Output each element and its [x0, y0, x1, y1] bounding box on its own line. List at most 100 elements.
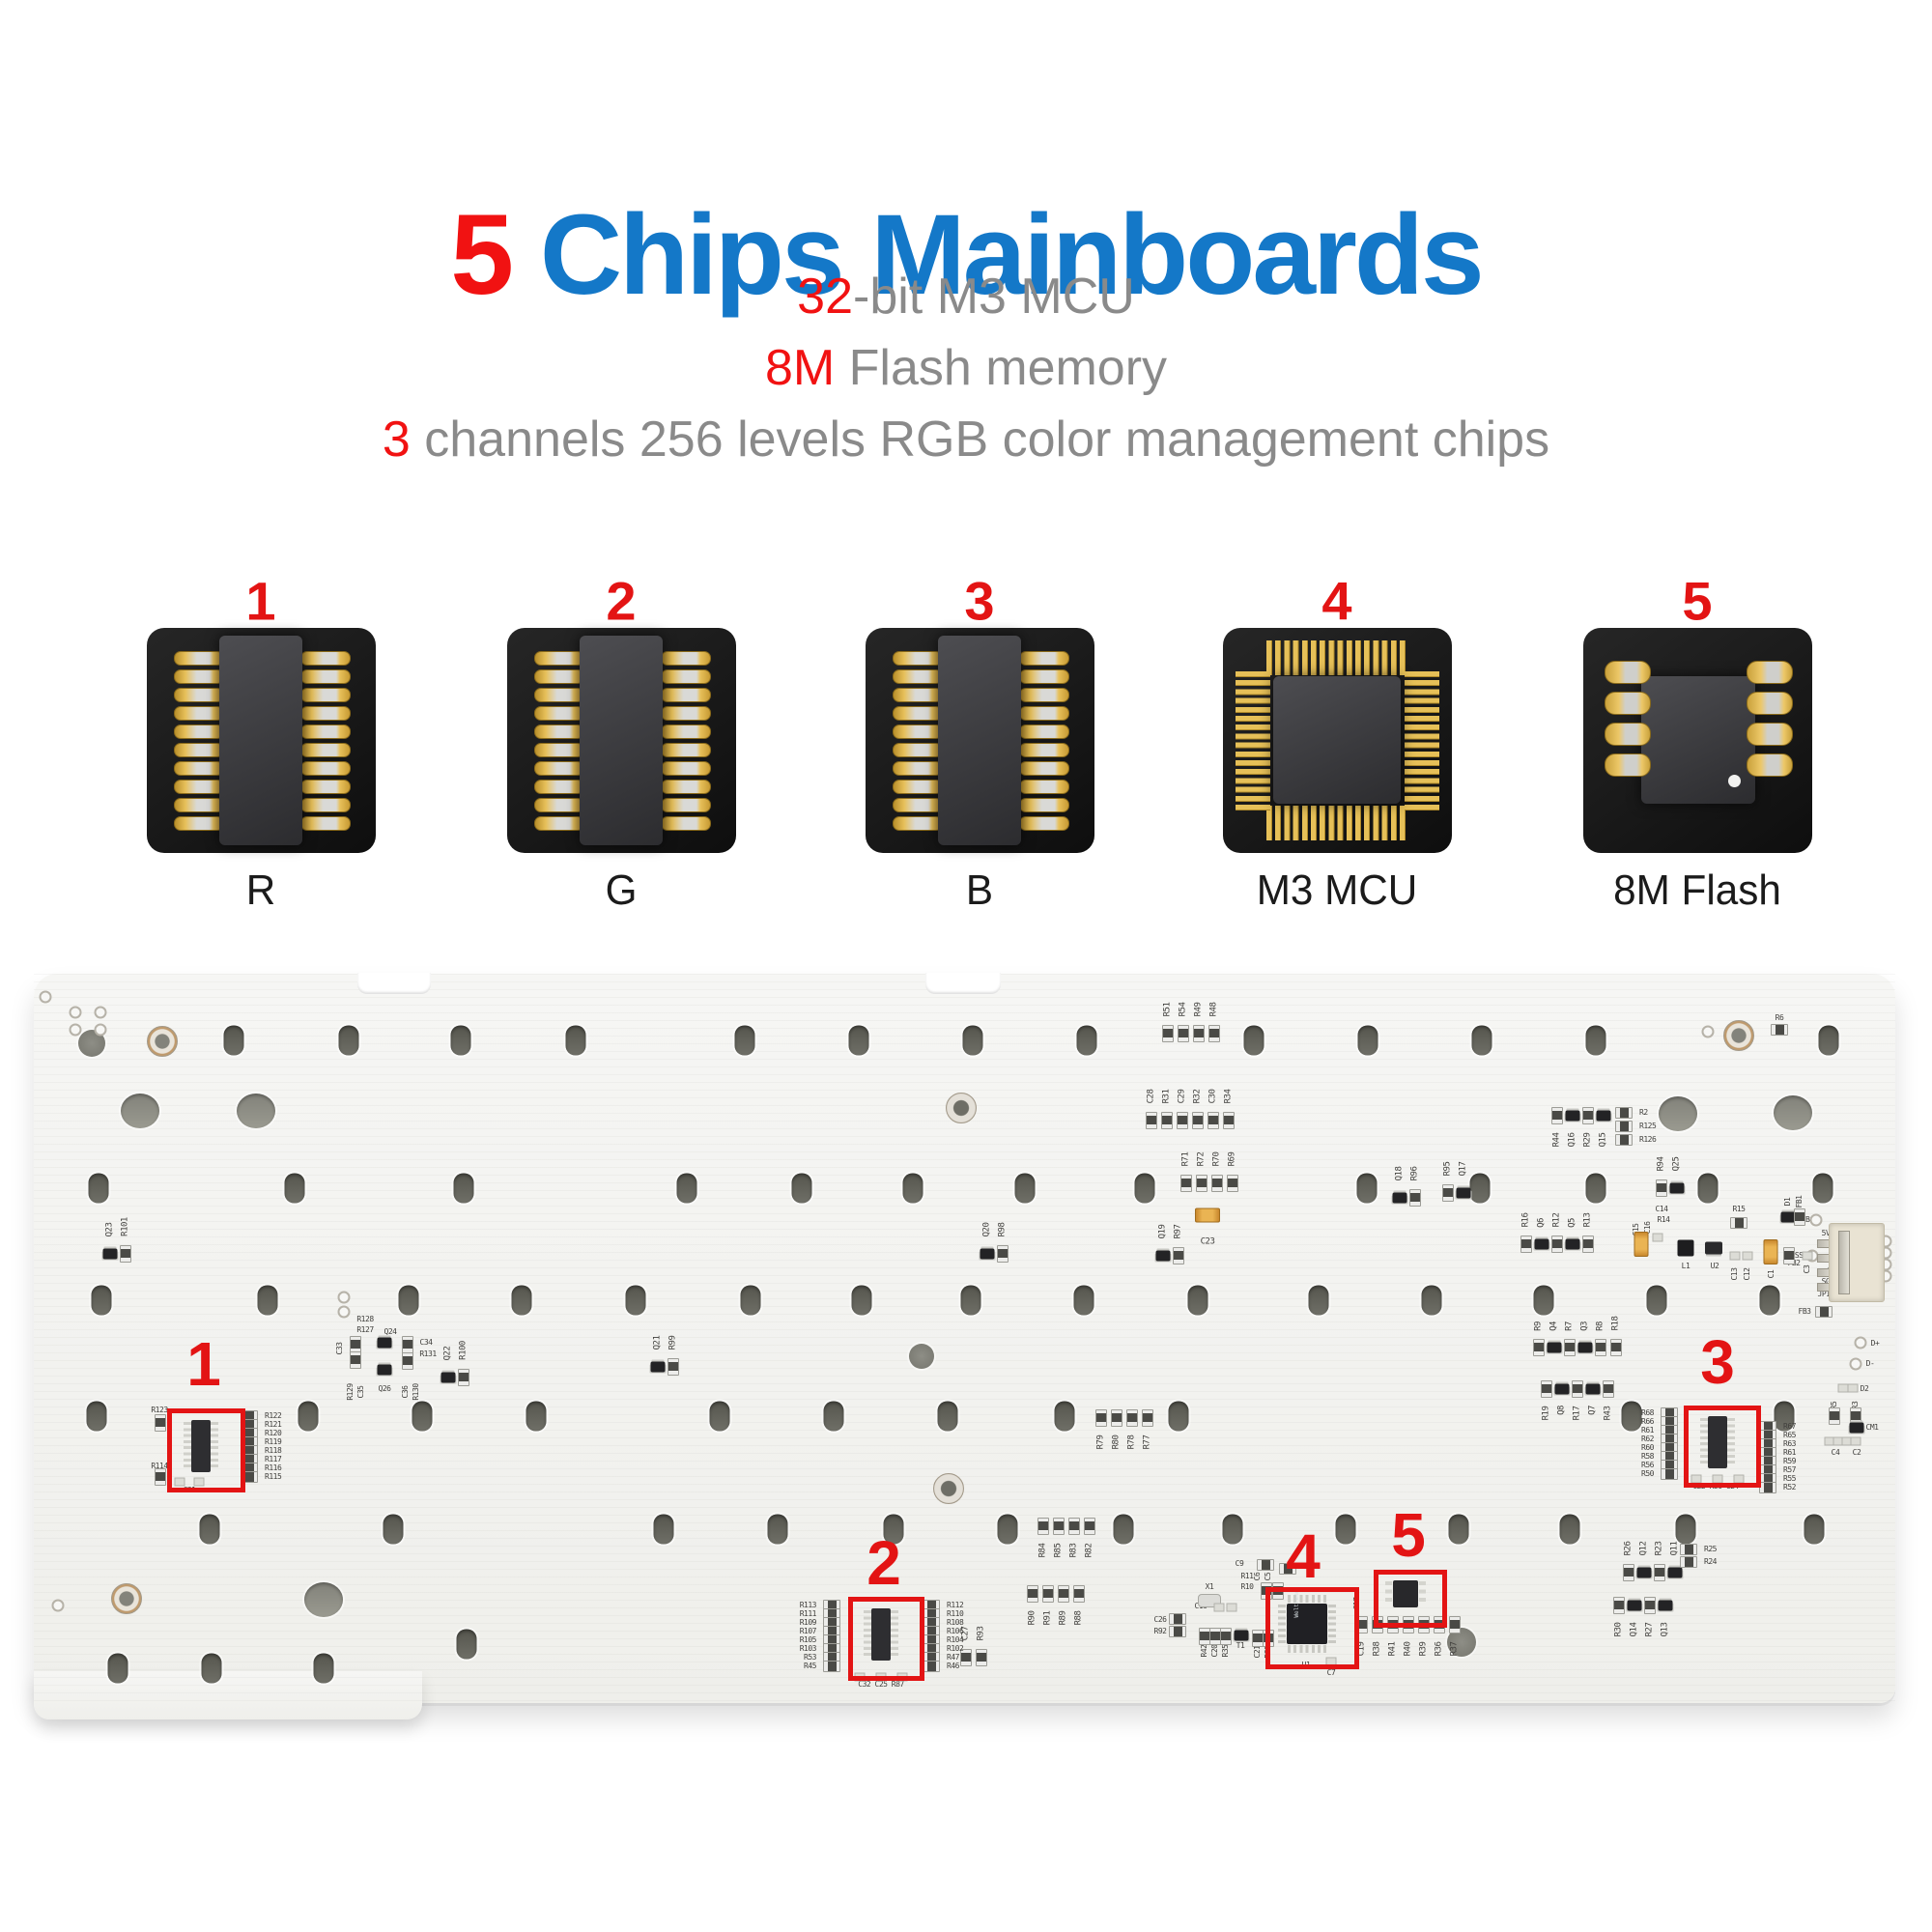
component-res	[668, 1358, 679, 1376]
silkscreen-label: R50	[1641, 1469, 1654, 1478]
switch-slot	[1471, 1025, 1492, 1056]
component-tr	[1636, 1567, 1652, 1578]
chip-pin	[174, 706, 224, 721]
silkscreen-label: C23	[1200, 1236, 1215, 1247]
silkscreen-label: C34	[419, 1338, 433, 1347]
component-tr	[1392, 1192, 1407, 1204]
silkscreen-label: Q19	[1157, 1224, 1168, 1239]
silkscreen-label: R16	[1520, 1212, 1531, 1228]
switch-slot	[1469, 1173, 1491, 1204]
component-tr	[1669, 1182, 1685, 1194]
silkscreen-label: R66	[1641, 1417, 1654, 1426]
chip-caption: R	[245, 867, 276, 914]
silkscreen-label: R98	[997, 1222, 1008, 1237]
silkscreen-label: VB	[1801, 1215, 1810, 1224]
silkscreen-label: R27	[1644, 1622, 1655, 1637]
silkscreen-label: R6	[1775, 1013, 1784, 1022]
silkscreen-label: C36	[401, 1385, 410, 1399]
silkscreen-label: Q20	[981, 1222, 992, 1237]
chip-pin	[300, 724, 351, 739]
component-res	[458, 1369, 469, 1386]
silkscreen-label: R107	[799, 1627, 817, 1635]
component-pad	[1850, 1436, 1861, 1446]
silkscreen-label: R2	[1639, 1108, 1648, 1117]
silkscreen-label: C26	[1153, 1615, 1167, 1624]
silkscreen-label: R47	[947, 1653, 959, 1662]
component-pad	[1847, 1383, 1859, 1393]
silkscreen-label: R51	[1162, 1002, 1173, 1017]
chip-pin	[300, 706, 351, 721]
chip-pin	[534, 724, 584, 739]
marker-number-3: 3	[1700, 1327, 1735, 1397]
component-res	[1095, 1409, 1107, 1427]
pcb-chip-soic	[184, 1418, 218, 1474]
component-tr	[1534, 1238, 1549, 1250]
chip-pin	[893, 651, 943, 666]
switch-slot	[1222, 1514, 1243, 1545]
chip-caption: G	[605, 867, 638, 914]
switch-slot	[1014, 1173, 1036, 1204]
chip-pin	[661, 743, 711, 757]
component-res	[1227, 1175, 1238, 1192]
silkscreen-label: R122	[265, 1411, 282, 1420]
component-res	[1053, 1518, 1065, 1535]
chip-pin	[174, 743, 224, 757]
silkscreen-label: R43	[1603, 1406, 1613, 1421]
chip-pin	[534, 816, 584, 831]
switch-slot	[1759, 1285, 1780, 1316]
component-res	[1551, 1107, 1563, 1124]
silkscreen-label: FB1	[1795, 1195, 1804, 1208]
silkscreen-label: R119	[265, 1437, 282, 1446]
chip-pin	[893, 816, 943, 831]
component-pad	[1226, 1603, 1237, 1612]
silkscreen-label: C30	[1208, 1089, 1218, 1104]
component-res	[1533, 1339, 1545, 1356]
chip-body	[1393, 1580, 1418, 1607]
silkscreen-label: Q14	[1629, 1622, 1639, 1637]
silkscreen-label: Q5	[1567, 1217, 1577, 1228]
component-pad	[193, 1477, 205, 1487]
component-capo	[1763, 1239, 1778, 1264]
switch-slot	[1073, 1285, 1094, 1316]
silkscreen-label: R41	[1387, 1641, 1398, 1657]
component-res	[1771, 1024, 1788, 1036]
silkscreen-label: T1	[1236, 1641, 1245, 1650]
component-res	[1603, 1380, 1614, 1398]
silkscreen-label: Q7	[1587, 1406, 1598, 1416]
silkscreen-label: R54	[1178, 1002, 1188, 1017]
switch-slot	[1356, 1173, 1378, 1204]
component-res	[1192, 1112, 1204, 1129]
pcb-top-notch	[925, 973, 1001, 994]
chip-pins	[1288, 1595, 1326, 1603]
silkscreen-label: R30	[1613, 1622, 1624, 1637]
silkscreen-label: C21	[1253, 1645, 1262, 1659]
silkscreen-label: R67	[1783, 1422, 1796, 1431]
component-pad	[1213, 1603, 1225, 1612]
silkscreen-label: R109	[799, 1618, 817, 1627]
silkscreen-label: R114	[151, 1462, 168, 1470]
component-res	[1169, 1613, 1186, 1625]
chip-index-5: 5	[1682, 570, 1713, 632]
component-res	[1177, 1112, 1188, 1129]
silkscreen-label: R56	[1641, 1461, 1654, 1469]
silkscreen-label: R128	[356, 1315, 374, 1323]
chip-caption: M3 MCU	[1256, 867, 1418, 914]
silkscreen-label: C3	[1803, 1264, 1811, 1274]
silkscreen-label: Q23	[104, 1222, 115, 1237]
component-res	[1615, 1107, 1633, 1119]
silkscreen-label: R79	[1095, 1435, 1106, 1450]
silkscreen-label: C7	[1326, 1668, 1336, 1677]
silkscreen-label: R100	[458, 1341, 469, 1361]
via-hole	[69, 1023, 82, 1037]
chip-pins	[211, 1422, 218, 1470]
chip-pin	[893, 743, 943, 757]
silkscreen-label: Q8	[1556, 1406, 1567, 1416]
component-res	[1794, 1208, 1805, 1226]
marker-box-3	[1684, 1406, 1761, 1488]
component-res	[1146, 1112, 1157, 1129]
silkscreen-label: C35	[356, 1385, 365, 1399]
switch-slot	[1113, 1514, 1134, 1545]
component-tr	[1234, 1630, 1249, 1641]
chip-pin	[174, 651, 224, 666]
component-res	[402, 1352, 413, 1370]
